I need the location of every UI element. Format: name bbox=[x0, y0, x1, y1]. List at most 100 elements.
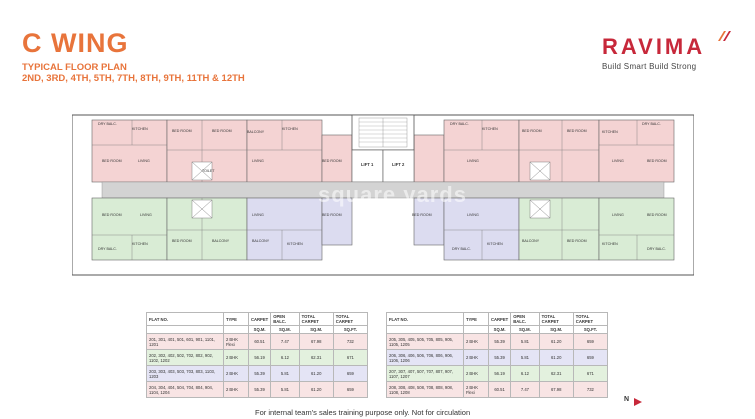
cell-open: 6.12 bbox=[270, 349, 300, 366]
col-carpet: CARPET bbox=[247, 312, 272, 326]
col-flat-no: FLAT NO. bbox=[146, 312, 224, 326]
lift-1-label: LIFT 1 bbox=[361, 162, 374, 167]
watermark: square yards bbox=[318, 182, 467, 207]
cell-carpet: 56.19 bbox=[247, 349, 272, 366]
svg-text:BED ROOM: BED ROOM bbox=[172, 129, 192, 133]
svg-text:KITCHEN: KITCHEN bbox=[602, 242, 618, 246]
unit-sqm: SQ.M. bbox=[510, 325, 540, 334]
svg-text:LIVING: LIVING bbox=[612, 159, 624, 163]
svg-text:BED ROOM: BED ROOM bbox=[102, 159, 122, 163]
svg-text:KITCHEN: KITCHEN bbox=[282, 127, 298, 131]
svg-text:DRY BALC.: DRY BALC. bbox=[647, 247, 666, 251]
table-row: 207, 307, 407, 507, 707, 807, 907, 1107,… bbox=[386, 365, 609, 382]
lift-2-label: LIFT 2 bbox=[392, 162, 405, 167]
cell-open: 5.81 bbox=[510, 333, 540, 350]
svg-text:KITCHEN: KITCHEN bbox=[132, 127, 148, 131]
cell-carpet: 60.51 bbox=[247, 333, 272, 350]
cell-type: 2 BHK bbox=[462, 333, 489, 350]
cell-open: 7.47 bbox=[270, 333, 300, 350]
cell-type: 2 BHK bbox=[222, 365, 249, 382]
col-total-carpet-sqft: TOTAL CARPET bbox=[572, 312, 609, 326]
col-total-carpet: TOTAL CARPET bbox=[298, 312, 334, 326]
svg-text:BALCONY: BALCONY bbox=[247, 130, 265, 134]
svg-text:BED ROOM: BED ROOM bbox=[412, 213, 432, 217]
cell-open: 6.12 bbox=[510, 365, 540, 382]
svg-text:LIVING: LIVING bbox=[138, 159, 150, 163]
svg-text:LIVING: LIVING bbox=[467, 213, 479, 217]
table-row: 202, 302, 402, 502, 702, 802, 902, 1102,… bbox=[146, 349, 369, 366]
svg-text:BED ROOM: BED ROOM bbox=[567, 239, 587, 243]
cell-sqft: 659 bbox=[572, 333, 609, 350]
cell-open: 7.47 bbox=[510, 381, 540, 398]
unit-sqm: SQ.M. bbox=[298, 325, 334, 334]
cell-type: 2 BHK bbox=[462, 349, 489, 366]
cell-type: 2 BHK bbox=[462, 365, 489, 382]
flat-table-left: FLAT NO. TYPE CARPET OPEN BALC. TOTAL CA… bbox=[146, 312, 369, 398]
svg-text:KITCHEN: KITCHEN bbox=[132, 242, 148, 246]
svg-text:KITCHEN: KITCHEN bbox=[487, 242, 503, 246]
svg-text:BALCONY: BALCONY bbox=[252, 239, 270, 243]
svg-text:KITCHEN: KITCHEN bbox=[482, 127, 498, 131]
unit-sqm: SQ.M. bbox=[538, 325, 574, 334]
svg-text:KITCHEN: KITCHEN bbox=[287, 242, 303, 246]
core: LIFT 1 LIFT 2 bbox=[351, 114, 415, 183]
svg-text:LIVING: LIVING bbox=[140, 213, 152, 217]
svg-text:BED ROOM: BED ROOM bbox=[647, 159, 667, 163]
cell-total: 61.20 bbox=[538, 333, 574, 350]
room-labels: DRY BALC. KITCHEN BED ROOM LIVING BED RO… bbox=[98, 122, 667, 251]
cell-type: 2 BHK Flexi bbox=[222, 333, 249, 350]
svg-text:LIVING: LIVING bbox=[467, 159, 479, 163]
svg-text:DRY BALC.: DRY BALC. bbox=[98, 247, 117, 251]
cell-flat: 202, 302, 402, 502, 702, 802, 902, 1102,… bbox=[146, 349, 224, 366]
unit-sqm: SQ.M. bbox=[247, 325, 272, 334]
cell-total: 67.98 bbox=[298, 333, 334, 350]
svg-text:BED ROOM: BED ROOM bbox=[212, 129, 232, 133]
svg-text:BED ROOM: BED ROOM bbox=[322, 159, 342, 163]
svg-text:KITCHEN: KITCHEN bbox=[602, 130, 618, 134]
cell-sqft: 659 bbox=[572, 349, 609, 366]
svg-text:DRY BALC.: DRY BALC. bbox=[642, 122, 661, 126]
cell-total: 62.31 bbox=[538, 365, 574, 382]
col-type: TYPE bbox=[462, 312, 489, 326]
col-carpet: CARPET bbox=[487, 312, 512, 326]
table-row: 203, 303, 403, 503, 703, 803, 1103, 1203… bbox=[146, 365, 369, 382]
brand-mark-icon bbox=[718, 31, 731, 41]
cell-flat: 204, 304, 404, 504, 704, 804, 904, 1104,… bbox=[146, 381, 224, 398]
svg-text:LIVING: LIVING bbox=[252, 213, 264, 217]
cell-total: 62.31 bbox=[298, 349, 334, 366]
unit-sqm: SQ.M. bbox=[487, 325, 512, 334]
cell-flat: 205, 305, 405, 505, 705, 805, 905, 1105,… bbox=[386, 333, 464, 350]
col-open-balc: OPEN BALC. bbox=[510, 312, 540, 326]
cell-type: 2 BHK bbox=[222, 381, 249, 398]
svg-text:BED ROOM: BED ROOM bbox=[567, 129, 587, 133]
unit-sqft: SQ.FT. bbox=[332, 325, 369, 334]
svg-text:TOILET: TOILET bbox=[202, 169, 215, 173]
table-row: 206, 306, 406, 506, 706, 806, 906, 1106,… bbox=[386, 349, 609, 366]
svg-text:BALCONY: BALCONY bbox=[522, 239, 540, 243]
cell-sqft: 732 bbox=[332, 333, 369, 350]
svg-text:BED ROOM: BED ROOM bbox=[102, 213, 122, 217]
cell-flat: 207, 307, 407, 507, 707, 807, 907, 1107,… bbox=[386, 365, 464, 382]
col-flat-no: FLAT NO. bbox=[386, 312, 464, 326]
bottom-flats bbox=[91, 197, 675, 261]
north-arrow-icon bbox=[634, 398, 642, 406]
svg-text:BED ROOM: BED ROOM bbox=[172, 239, 192, 243]
ducts bbox=[191, 161, 551, 219]
col-total-carpet-sqft: TOTAL CARPET bbox=[332, 312, 369, 326]
cell-sqft: 671 bbox=[572, 365, 609, 382]
flat-table-right: FLAT NO. TYPE CARPET OPEN BALC. TOTAL CA… bbox=[386, 312, 609, 398]
svg-text:DRY BALC.: DRY BALC. bbox=[98, 122, 117, 126]
svg-text:BED ROOM: BED ROOM bbox=[647, 213, 667, 217]
cell-carpet: 55.39 bbox=[247, 365, 272, 382]
cell-carpet: 56.19 bbox=[487, 365, 512, 382]
svg-text:DRY BALC.: DRY BALC. bbox=[452, 247, 471, 251]
table-row: 201, 301, 401, 501, 601, 901, 1101, 1201… bbox=[146, 333, 369, 350]
col-total-carpet: TOTAL CARPET bbox=[538, 312, 574, 326]
floor-list: 2ND, 3RD, 4TH, 5TH, 7TH, 8TH, 9TH, 11TH … bbox=[22, 73, 245, 84]
cell-sqft: 659 bbox=[332, 381, 369, 398]
plan-subtitle: TYPICAL FLOOR PLAN bbox=[22, 62, 127, 73]
brand-logo: RAVIMA Build Smart Build Strong bbox=[598, 30, 733, 75]
col-type: TYPE bbox=[222, 312, 249, 326]
north-indicator: N bbox=[624, 396, 648, 408]
table-row: 208, 308, 408, 508, 708, 808, 908, 1108,… bbox=[386, 381, 609, 398]
